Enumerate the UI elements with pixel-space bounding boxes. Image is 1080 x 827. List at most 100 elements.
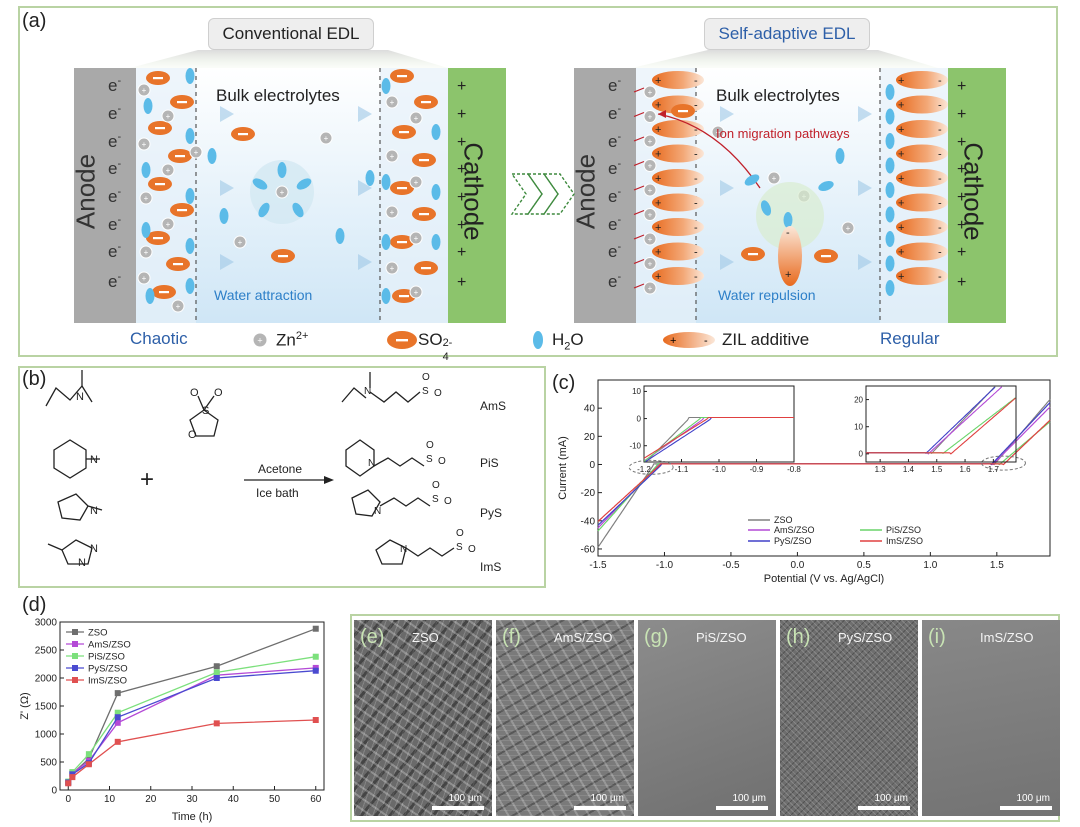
svg-text:+: + (648, 162, 653, 171)
x-tick-label: 20 (145, 794, 157, 805)
svg-text:S: S (456, 542, 463, 553)
ion-migration-label: Ion migration pathways (716, 126, 850, 141)
zinc-ion (385, 261, 399, 275)
zil-additive (896, 71, 948, 89)
product-pys: PyS (480, 506, 503, 520)
sem-panel-letter: (h) (786, 626, 811, 648)
water-molecule (885, 231, 895, 247)
x-tick-label: -1.1 (675, 465, 689, 474)
scale-bar (1000, 806, 1052, 810)
migration-arrow (657, 113, 761, 189)
cathode-plus: + (957, 244, 966, 261)
svg-text:+: + (772, 174, 777, 183)
zil-additive (896, 144, 948, 163)
x-tick-label: 0.5 (857, 560, 871, 571)
water-molecule (885, 157, 895, 174)
svg-text:+: + (414, 234, 419, 243)
lsv-series-pis-zso (597, 421, 1051, 532)
svg-text:S: S (422, 386, 429, 397)
water-molecule (885, 280, 895, 296)
water-molecule (885, 133, 895, 149)
y-tick-label: -10 (629, 442, 641, 451)
water-molecule (381, 78, 391, 94)
conventional-edl-title: Conventional EDL (208, 18, 374, 50)
y-tick-label: 20 (584, 432, 596, 443)
eis-point (312, 653, 319, 660)
svg-text:+: + (648, 137, 653, 146)
zinc-ion (643, 183, 657, 197)
transition-chevrons (510, 173, 575, 215)
svg-text:+: + (898, 222, 904, 234)
y-tick-label: 1500 (35, 702, 58, 713)
svg-text:+: + (898, 271, 904, 283)
legend-label: PiS/ZSO (886, 525, 921, 535)
self-adaptive-edl-title: Self-adaptive EDL (704, 18, 870, 50)
svg-text:-: - (704, 335, 708, 347)
y-tick-label: 0 (859, 450, 864, 459)
title-cone-left (130, 50, 448, 68)
zil-additive (896, 193, 948, 212)
legend-label: PyS/ZSO (774, 536, 812, 546)
y-axis-label: Z' (Ω) (19, 692, 31, 719)
svg-text:+: + (390, 152, 395, 161)
panel-c-letter: (c) (552, 372, 576, 394)
zinc-ion (161, 109, 175, 123)
cathode-label-right: Cathode (958, 142, 989, 241)
product-ams: AmS (480, 399, 507, 413)
zoom-ellipse-left (628, 459, 674, 475)
cathode-plus: + (457, 189, 466, 206)
water-molecule (885, 84, 895, 100)
svg-text:O: O (422, 372, 430, 383)
svg-text:N: N (364, 386, 371, 397)
eis-point (312, 717, 319, 723)
svg-text:+: + (414, 114, 419, 123)
zinc-ion (711, 125, 725, 139)
y-tick-label: -40 (581, 516, 596, 527)
svg-text:+: + (898, 198, 904, 210)
eis-point (312, 667, 319, 674)
scale-bar (858, 806, 910, 810)
cathode-plus: + (957, 106, 966, 123)
sem-panel-label: PyS/ZSO (838, 630, 893, 645)
svg-text:O: O (434, 388, 442, 399)
svg-text:-: - (938, 100, 942, 112)
x-axis-label: Potential (V vs. Ag/AgCl) (764, 573, 884, 585)
inset-series (866, 386, 996, 454)
cathode-plus: + (457, 106, 466, 123)
water-molecule (885, 108, 895, 125)
svg-text:N: N (90, 454, 98, 466)
eis-point (213, 720, 220, 727)
zil-additive (896, 95, 948, 114)
cathode-plus: + (457, 134, 466, 151)
svg-text:+: + (898, 100, 904, 112)
svg-text:+: + (648, 235, 653, 244)
zinc-ion (643, 85, 657, 99)
svg-text:S: S (426, 454, 433, 465)
water-molecule (277, 162, 287, 178)
svg-text:+: + (670, 335, 676, 347)
water-molecule (185, 68, 195, 84)
eis-point (85, 761, 92, 768)
zil-additive (652, 242, 704, 261)
scale-bar-label: 100 μm (732, 793, 766, 804)
scale-bar (716, 806, 768, 810)
x-tick-label: 0.0 (790, 560, 804, 571)
svg-text:+: + (898, 75, 904, 87)
svg-text:-: - (938, 149, 942, 161)
svg-text:N: N (368, 458, 375, 469)
legend-zil-icon: + - (663, 332, 715, 348)
zil-additive (896, 120, 948, 138)
zinc-ion (171, 299, 185, 313)
water-molecule (185, 238, 195, 254)
cathode-plus: + (957, 217, 966, 234)
x-tick-label: 1.5 (990, 560, 1004, 571)
zinc-ion (767, 171, 781, 185)
zil-additive (652, 267, 704, 285)
y-tick-label: 0 (51, 786, 57, 797)
svg-text:N: N (78, 557, 86, 569)
